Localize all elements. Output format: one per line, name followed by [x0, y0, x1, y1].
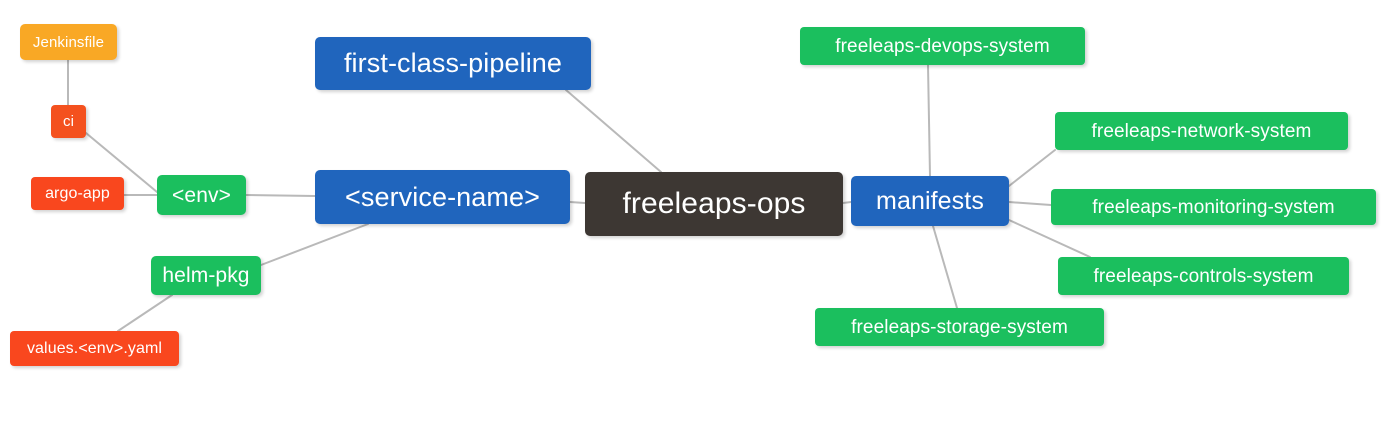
- node-freeleaps-devops-system[interactable]: freeleaps-devops-system: [800, 27, 1085, 65]
- node-freeleaps-network-system-label: freeleaps-network-system: [1091, 120, 1312, 142]
- node-helm-pkg[interactable]: helm-pkg: [151, 256, 261, 295]
- node-freeleaps-ops-label: freeleaps-ops: [622, 187, 806, 220]
- edge-first-class-freeleaps-ops: [565, 89, 662, 173]
- node-env-label: <env>: [172, 183, 231, 207]
- node-service-name-label: <service-name>: [345, 181, 540, 212]
- edge-manifests-monitoring: [1008, 201, 1052, 206]
- node-freeleaps-devops-system-label: freeleaps-devops-system: [835, 35, 1050, 57]
- edge-manifests-network: [1008, 149, 1056, 187]
- node-service-name[interactable]: <service-name>: [315, 170, 570, 224]
- edge-env-service-name: [245, 194, 316, 197]
- node-freeleaps-storage-system-label: freeleaps-storage-system: [851, 316, 1068, 338]
- edge-service-name-freeleaps-ops: [569, 201, 586, 204]
- node-helm-pkg-label: helm-pkg: [162, 264, 250, 287]
- node-values-env-yaml-label: values.<env>.yaml: [26, 339, 163, 357]
- node-freeleaps-controls-system[interactable]: freeleaps-controls-system: [1058, 257, 1349, 295]
- edge-manifests-controls: [1008, 219, 1091, 258]
- node-freeleaps-network-system[interactable]: freeleaps-network-system: [1055, 112, 1348, 150]
- node-freeleaps-controls-system-label: freeleaps-controls-system: [1093, 265, 1314, 287]
- edge-manifests-storage: [932, 225, 958, 309]
- edge-freeleaps-ops-manifests: [842, 201, 852, 204]
- node-values-env-yaml[interactable]: values.<env>.yaml: [10, 331, 179, 366]
- node-freeleaps-monitoring-system[interactable]: freeleaps-monitoring-system: [1051, 189, 1376, 225]
- node-jenkinsfile[interactable]: Jenkinsfile: [20, 24, 117, 60]
- node-argo-app-label: argo-app: [45, 184, 110, 202]
- edge-helm-pkg-service-name: [260, 223, 369, 266]
- node-first-class-pipeline-label: first-class-pipeline: [343, 48, 563, 78]
- node-ci[interactable]: ci: [51, 105, 86, 138]
- node-freeleaps-storage-system[interactable]: freeleaps-storage-system: [815, 308, 1104, 346]
- node-env[interactable]: <env>: [157, 175, 246, 215]
- node-first-class-pipeline[interactable]: first-class-pipeline: [315, 37, 591, 90]
- node-jenkinsfile-label: Jenkinsfile: [32, 33, 105, 51]
- edge-values-helm-pkg: [117, 294, 173, 332]
- node-manifests-label: manifests: [876, 186, 984, 215]
- node-argo-app[interactable]: argo-app: [31, 177, 124, 210]
- node-freeleaps-monitoring-system-label: freeleaps-monitoring-system: [1092, 196, 1335, 218]
- node-manifests[interactable]: manifests: [851, 176, 1009, 226]
- node-ci-label: ci: [62, 113, 75, 130]
- edge-manifests-devops: [927, 64, 931, 177]
- node-freeleaps-ops-root[interactable]: freeleaps-ops: [585, 172, 843, 236]
